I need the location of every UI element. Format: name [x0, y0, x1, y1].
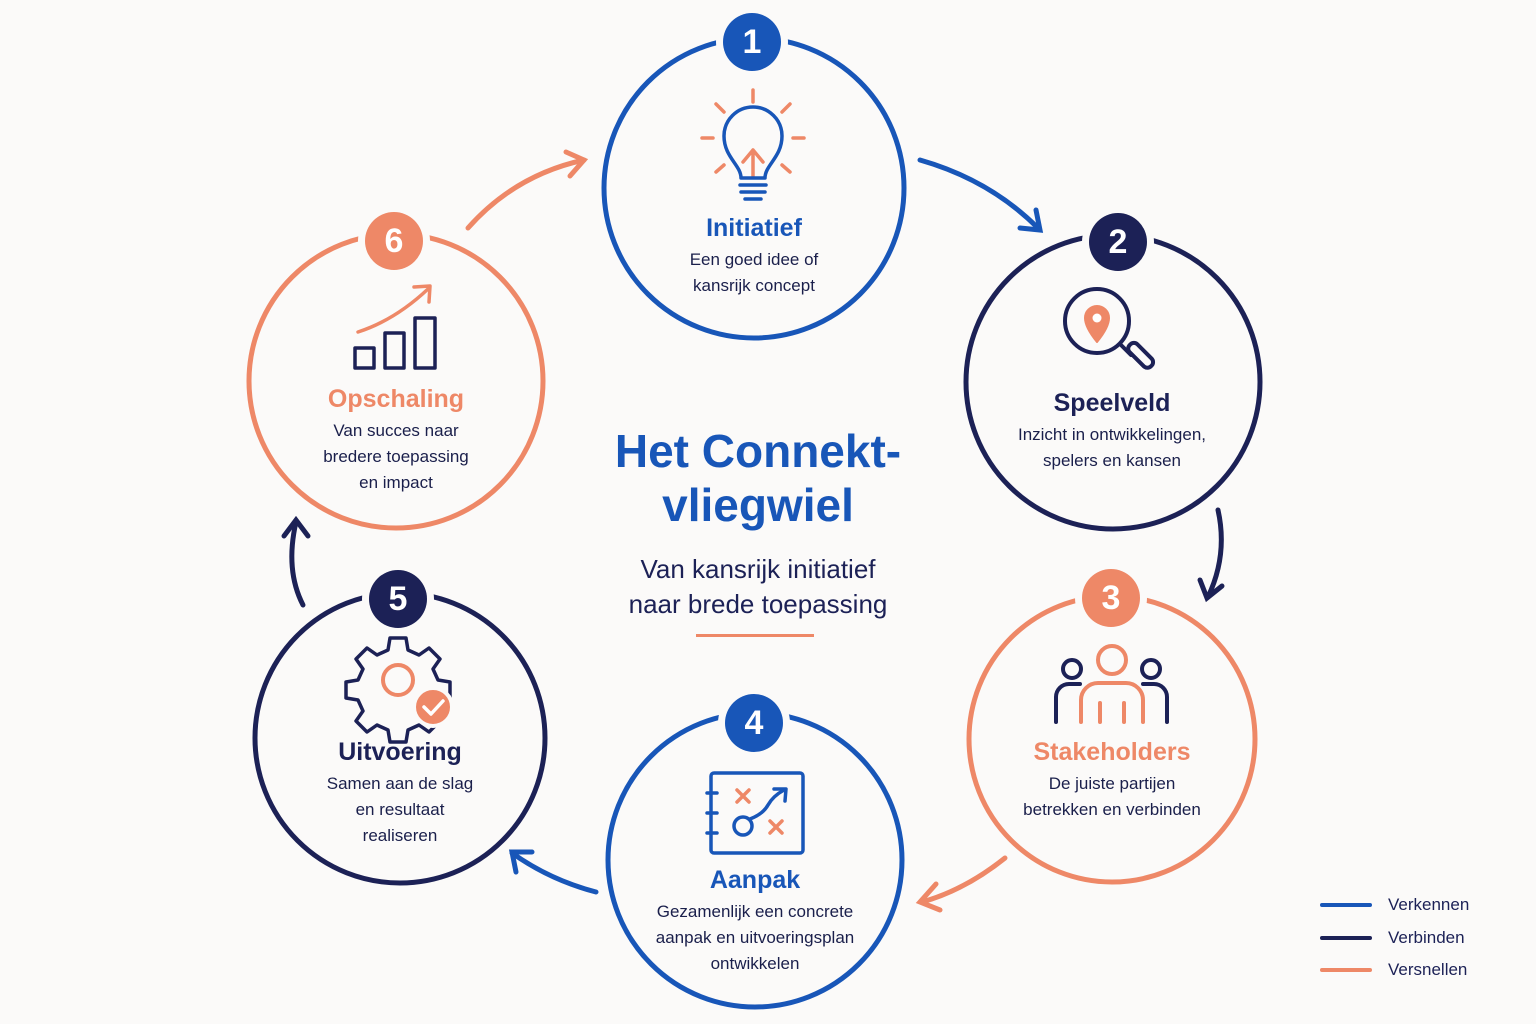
legend-label: Verkennen	[1388, 895, 1470, 914]
diagram-title-line: vliegwiel	[662, 479, 854, 531]
step-6-title: Opschaling	[327, 385, 465, 413]
location-search-icon	[1063, 287, 1156, 370]
step-4-desc-line: ontwikkelen	[710, 954, 800, 973]
step-4-number: 4	[744, 704, 764, 742]
step-2-number: 2	[1108, 223, 1128, 261]
growth-chart-icon	[353, 284, 437, 370]
legend-label: Versnellen	[1388, 960, 1468, 979]
diagram-title-line: Het Connekt-	[614, 425, 902, 477]
step-6-number: 6	[384, 222, 404, 260]
arrow-5-to-6	[281, 515, 311, 608]
step-2-text: Speelveld Inzicht in ontwikkelingen, spe…	[982, 388, 1242, 474]
step-1-desc-line: Een goed idee of	[689, 250, 819, 269]
diagram-subtitle-line: Van kansrijk initiatief	[640, 554, 876, 584]
gear-check-icon	[344, 636, 454, 744]
step-3-text: Stakeholders De juiste partijen betrekke…	[982, 737, 1242, 823]
lightbulb-icon	[700, 88, 806, 201]
step-3-desc: De juiste partijen betrekken en verbinde…	[982, 771, 1242, 823]
arrow-3-to-4	[915, 855, 1008, 913]
step-2-desc-line: spelers en kansen	[1043, 451, 1181, 470]
step-6-desc-line: bredere toepassing	[323, 447, 469, 466]
step-5-text: Uitvoering Samen aan de slag en resultaa…	[270, 737, 530, 849]
step-4-desc: Gezamenlijk een concrete aanpak en uitvo…	[625, 899, 885, 977]
step-6-desc: Van succes naar bredere toepassing en im…	[266, 418, 526, 496]
step-1-text: Initiatief Een goed idee of kansrijk con…	[624, 213, 884, 299]
step-6-desc-line: Van succes naar	[333, 421, 459, 440]
step-2-desc: Inzicht in ontwikkelingen, spelers en ka…	[982, 422, 1242, 474]
step-2-title: Speelveld	[1053, 389, 1171, 417]
arrow-2-to-3	[1197, 507, 1225, 603]
step-2-circle	[963, 232, 1263, 532]
strategy-board-icon	[705, 771, 805, 855]
legend-swatch	[1320, 936, 1372, 940]
arrow-4-to-5	[508, 849, 599, 895]
step-4-text: Aanpak Gezamenlijk een concrete aanpak e…	[625, 865, 885, 977]
step-6-text: Opschaling Van succes naar bredere toepa…	[266, 384, 526, 496]
diagram-title: Het Connekt- vliegwiel	[568, 424, 948, 532]
step-3-desc-line: De juiste partijen	[1048, 774, 1176, 793]
step-5-desc: Samen aan de slag en resultaat realisere…	[270, 771, 530, 849]
step-5-number: 5	[388, 580, 408, 618]
step-5-desc-line: en resultaat	[355, 800, 445, 819]
legend-label: Verbinden	[1388, 928, 1465, 947]
step-1-desc-line: kansrijk concept	[693, 276, 815, 295]
step-5-desc-line: Samen aan de slag	[326, 774, 474, 793]
people-group-icon	[1054, 644, 1169, 724]
legend-swatch	[1320, 968, 1372, 972]
step-3-number: 3	[1101, 579, 1121, 617]
step-3-title: Stakeholders	[1033, 738, 1191, 766]
step-5-title: Uitvoering	[338, 738, 462, 766]
step-1-number: 1	[742, 23, 762, 61]
step-2-desc-line: Inzicht in ontwikkelingen,	[1017, 425, 1207, 444]
step-1-desc: Een goed idee of kansrijk concept	[624, 247, 884, 299]
step-4-desc-line: aanpak en uitvoeringsplan	[655, 928, 855, 947]
step-4-title: Aanpak	[709, 866, 801, 894]
diagram-subtitle-line: naar brede toepassing	[628, 589, 888, 619]
step-1-title: Initiatief	[706, 214, 802, 242]
diagram-subtitle: Van kansrijk initiatief naar brede toepa…	[568, 552, 948, 622]
step-5-desc-line: realiseren	[362, 826, 438, 845]
step-3-desc-line: betrekken en verbinden	[1023, 800, 1201, 819]
step-6-desc-line: en impact	[359, 473, 433, 492]
arrow-1-to-2	[917, 157, 1044, 233]
title-divider	[696, 634, 814, 637]
step-4-desc-line: Gezamenlijk een concrete	[656, 902, 854, 921]
arrow-6-to-1	[465, 149, 589, 231]
legend-swatch	[1320, 903, 1372, 907]
